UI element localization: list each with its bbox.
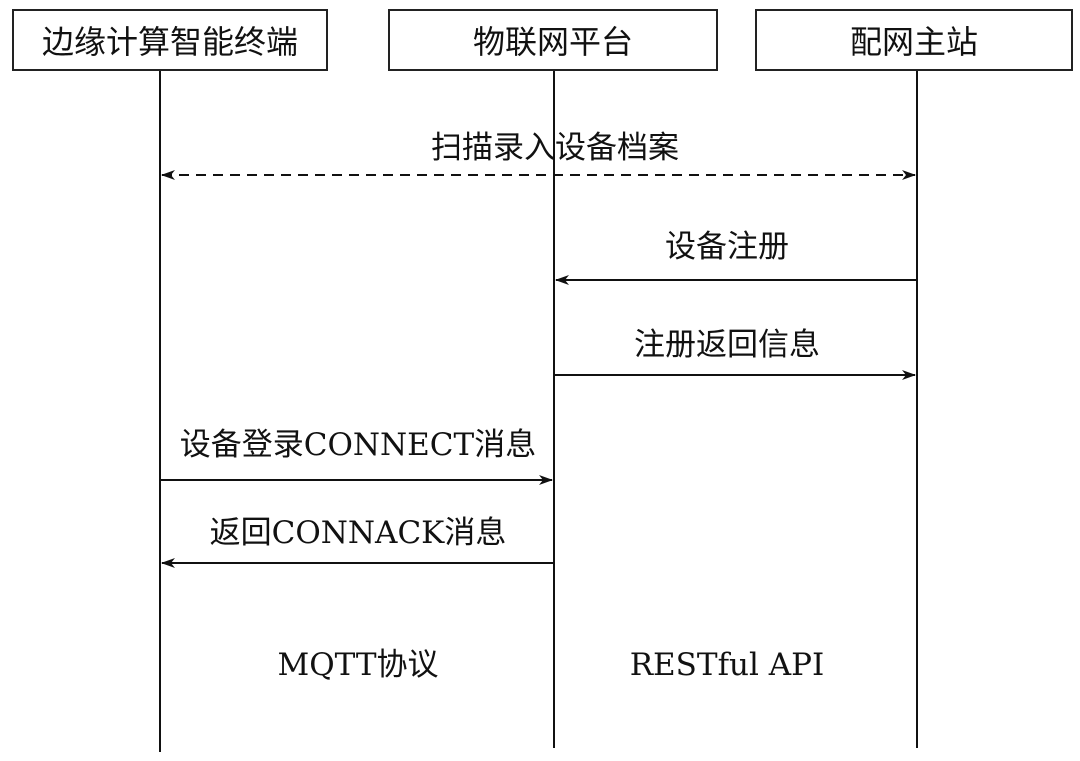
protocol-label-mqtt: MQTT协议 <box>277 647 439 683</box>
message-label: 设备登录CONNECT消息 <box>179 427 537 463</box>
message-label: 设备注册 <box>665 229 789 265</box>
participant-master-station: 配网主站 <box>755 9 1073 71</box>
participant-label: 边缘计算智能终端 <box>41 23 298 61</box>
participant-iot-platform: 物联网平台 <box>388 9 718 71</box>
participant-label: 配网主站 <box>849 23 978 61</box>
participant-label: 物联网平台 <box>472 23 633 61</box>
message-label: 返回CONNACK消息 <box>209 515 507 551</box>
protocol-label-restful: RESTful API <box>629 647 825 683</box>
message-label: 注册返回信息 <box>634 327 820 363</box>
message-label: 扫描录入设备档案 <box>431 130 679 166</box>
participant-terminal: 边缘计算智能终端 <box>12 9 328 71</box>
